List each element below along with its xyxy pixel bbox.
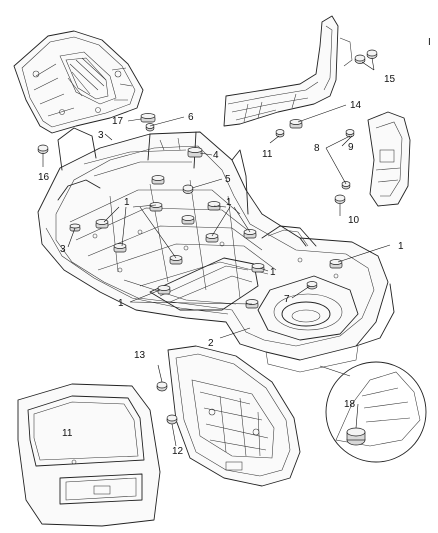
callout-1-center-top: 1 xyxy=(226,197,232,208)
callout-17: 17 xyxy=(112,116,124,127)
callout-8: 8 xyxy=(314,143,320,154)
floor-plugs xyxy=(69,123,343,309)
plug-icon xyxy=(181,215,195,225)
hood-panel xyxy=(13,30,144,134)
callout-1-left-top: 1 xyxy=(124,197,130,208)
callout-10: 10 xyxy=(348,215,360,226)
callout-11-upper: 11 xyxy=(262,149,273,160)
liftgate-outer-panel xyxy=(17,383,161,527)
plug-icon xyxy=(182,184,194,194)
b-pillar-panel xyxy=(223,15,353,127)
inset-detail xyxy=(319,361,427,463)
plug-icon xyxy=(251,263,265,273)
plug-13-icon xyxy=(156,381,168,392)
plug-11-icon xyxy=(275,129,285,138)
vehicle-body-shell xyxy=(37,127,395,373)
callout-15: 15 xyxy=(384,74,396,85)
plug-icon xyxy=(306,281,318,290)
callout-4: 4 xyxy=(213,150,219,161)
callout-14: 14 xyxy=(350,100,362,111)
plug-icon xyxy=(205,233,219,243)
callout-7: 7 xyxy=(284,294,290,305)
plug-16-icon xyxy=(37,144,49,154)
plug-icon xyxy=(69,223,81,232)
callout-6: 6 xyxy=(188,112,194,123)
plug-15-icon xyxy=(354,49,378,64)
plug-icon xyxy=(329,259,343,269)
callout-12: 12 xyxy=(172,446,184,457)
callout-3-upper: 3 xyxy=(98,130,104,141)
plug-icon xyxy=(149,202,163,212)
plug-icon xyxy=(169,255,183,265)
plug-10-icon xyxy=(334,194,346,204)
plug-icon xyxy=(151,175,165,185)
leader-lines xyxy=(42,57,391,447)
plug-14-icon xyxy=(289,119,303,129)
plug-icon xyxy=(187,147,203,158)
callout-2: 2 xyxy=(208,338,214,349)
plug-12-icon xyxy=(166,414,178,425)
quarter-panel-detail xyxy=(367,111,411,207)
callout-11-lower: 11 xyxy=(62,428,73,439)
plug-icon xyxy=(245,299,259,309)
callout-3-lower: 3 xyxy=(60,244,66,255)
callout-labels: 16 17 6 3 4 5 1 1 3 1 1 1 7 2 15 14 11 8… xyxy=(38,37,431,457)
callout-1-left-bottom: 1 xyxy=(118,298,124,309)
callout-16: 16 xyxy=(38,172,50,183)
plug-17-icon xyxy=(140,113,156,123)
plug-icon xyxy=(95,219,109,229)
plug-8-9-icon xyxy=(341,129,355,190)
plug-icon xyxy=(243,229,257,239)
callout-18: 18 xyxy=(344,399,356,410)
liftgate-inner-panel xyxy=(167,345,301,487)
plug-icon xyxy=(113,243,127,253)
callout-9: 9 xyxy=(348,142,354,153)
plug-icon xyxy=(207,201,221,211)
corner-mark: I xyxy=(428,37,431,48)
plug-icon xyxy=(145,123,155,132)
callout-1-right: 1 xyxy=(398,241,404,252)
callout-1-center-right: 1 xyxy=(270,267,276,278)
plug-icon xyxy=(157,285,171,295)
callout-5: 5 xyxy=(225,174,231,185)
callout-13: 13 xyxy=(134,350,146,361)
